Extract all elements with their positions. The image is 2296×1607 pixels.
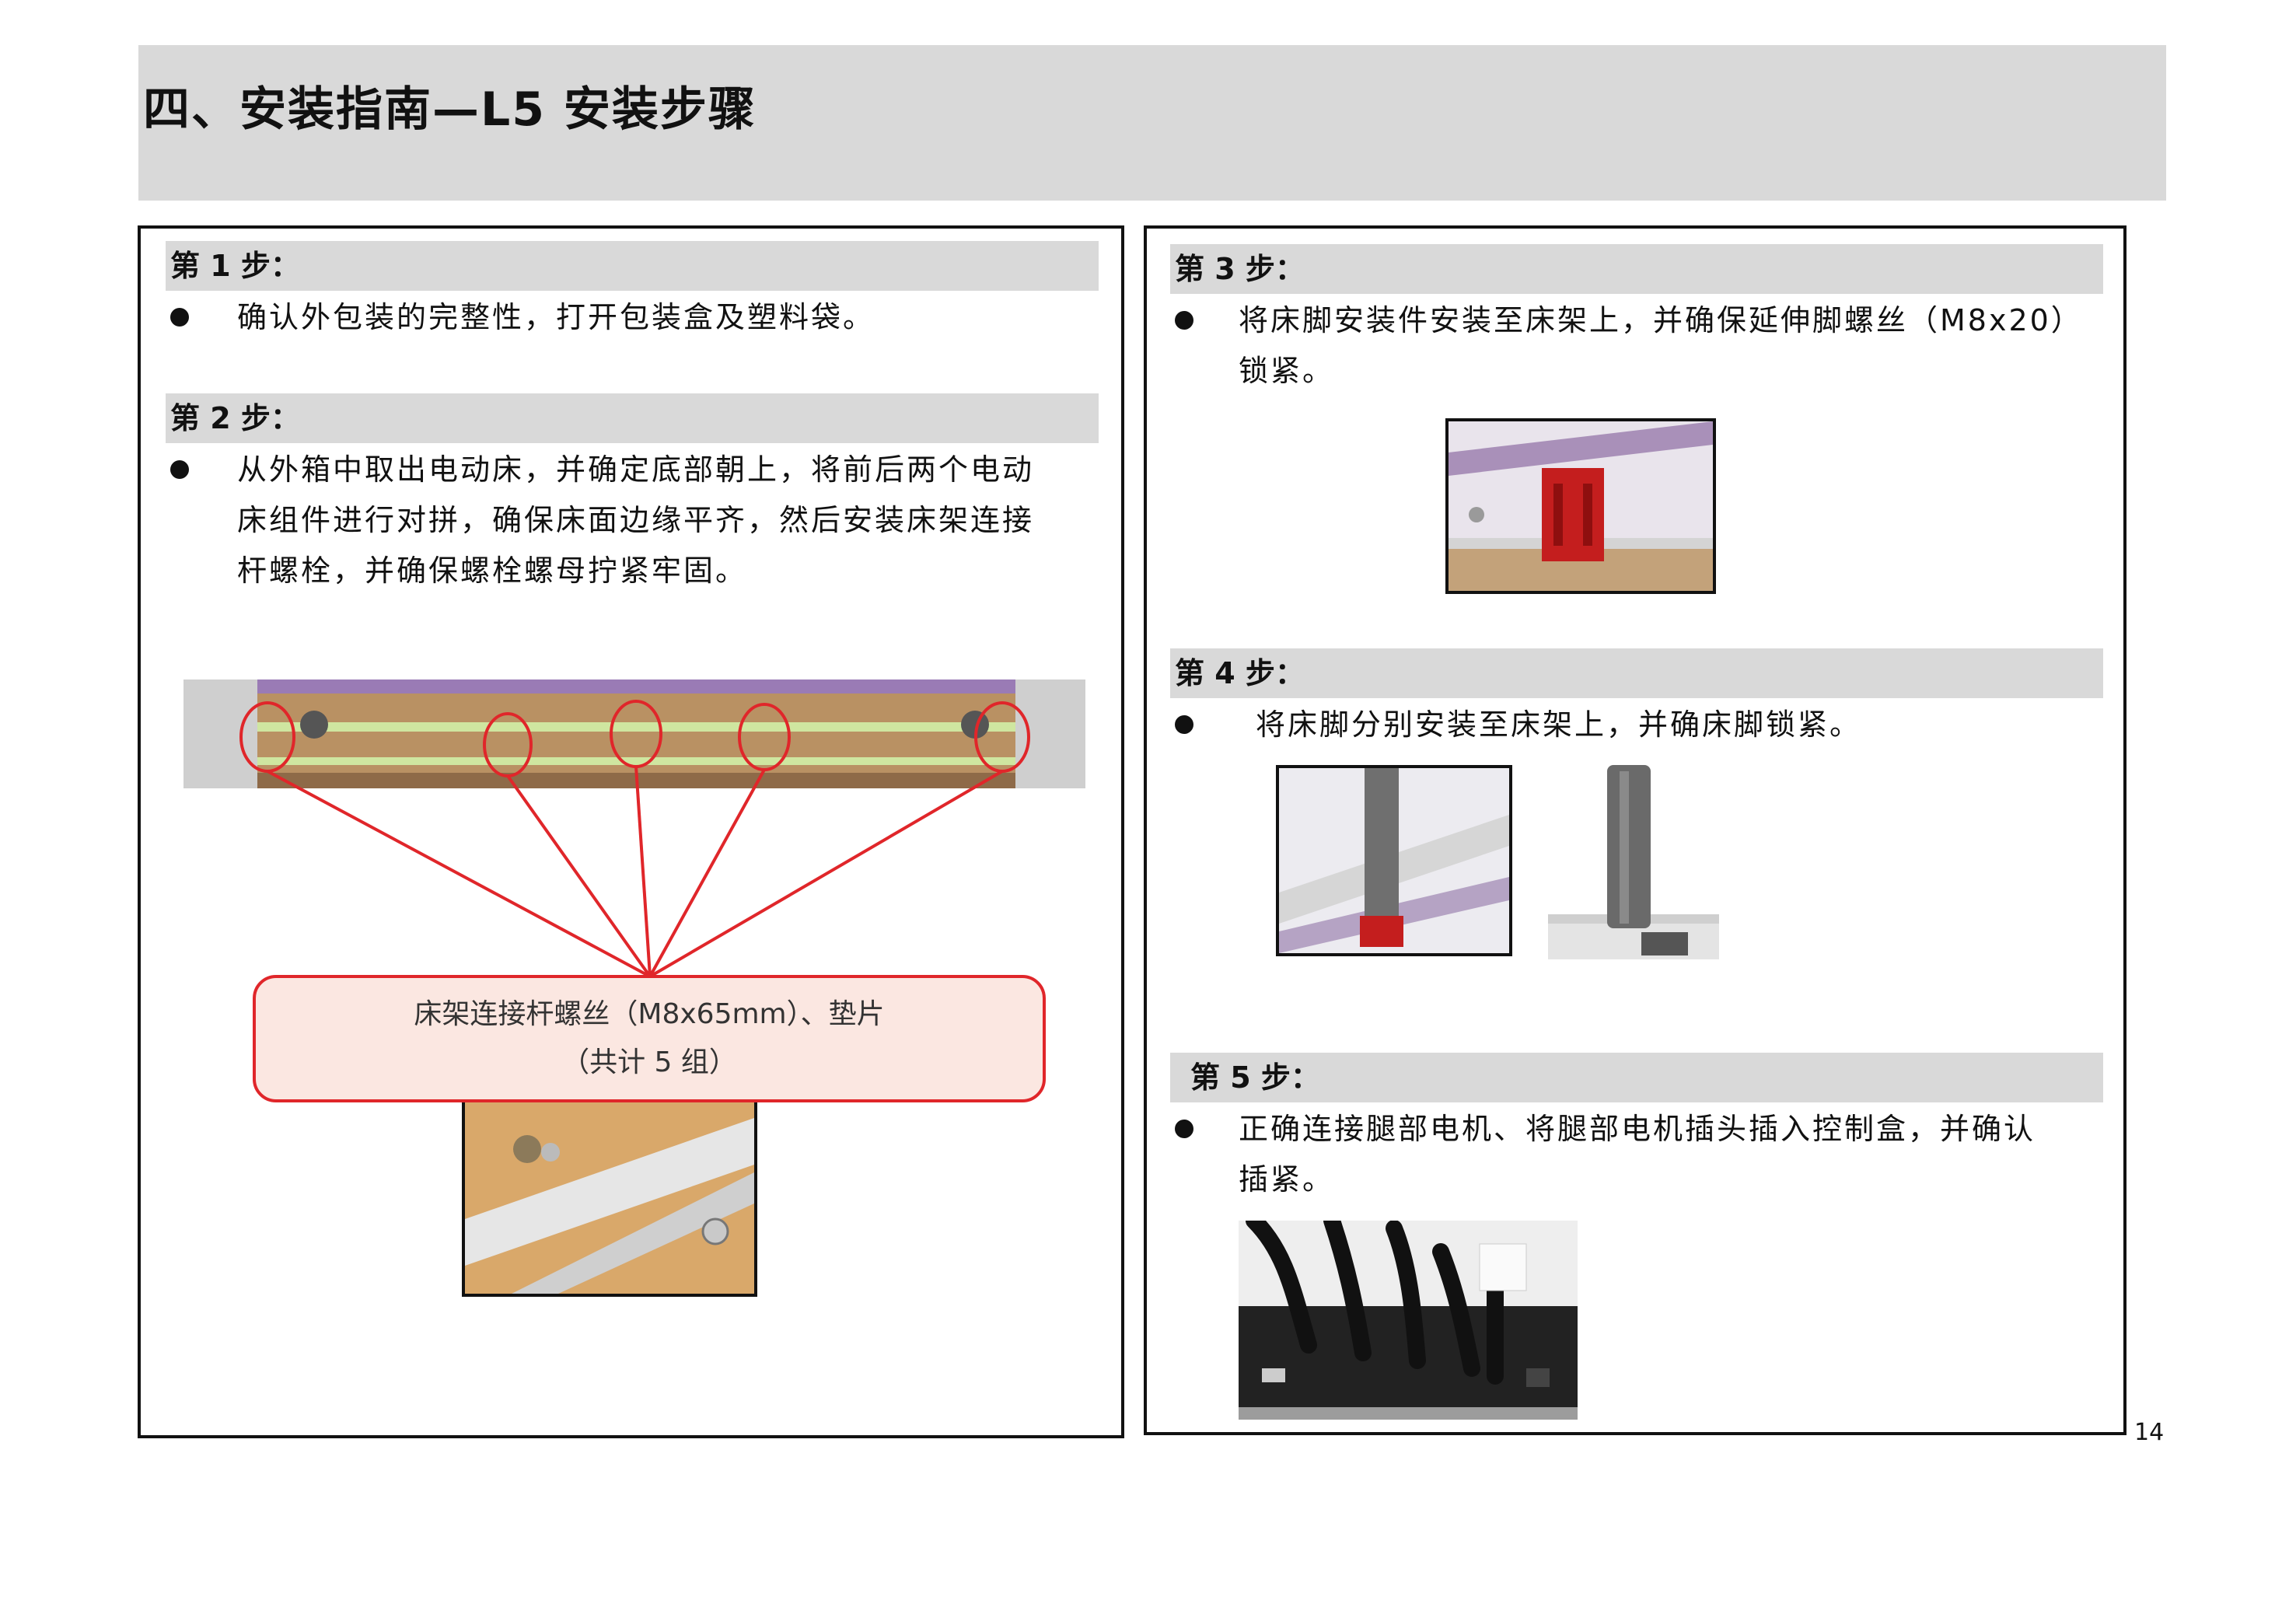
step1-header-label: 第 1 步： bbox=[170, 249, 300, 283]
step5-text-block: 正确连接腿部电机、将腿部电机插头插入控制盒，并确认 插紧。 bbox=[1239, 1104, 2036, 1205]
step2-header-label: 第 2 步： bbox=[170, 401, 300, 435]
bullet-icon bbox=[1175, 311, 1193, 330]
bullet-icon bbox=[1175, 1120, 1193, 1138]
step2-line: 杆螺栓，并确保螺栓螺母拧紧牢固。 bbox=[237, 554, 748, 588]
leg-standalone-image bbox=[1548, 765, 1719, 959]
step4-header: 第 4 步： bbox=[1170, 648, 2103, 698]
bullet-icon bbox=[1175, 715, 1193, 734]
step2-text-block: 从外箱中取出电动床，并确定底部朝上，将前后两个电动 床组件进行对拼，确保床面边缘… bbox=[237, 445, 1034, 596]
step5-header-label: 第 5 步： bbox=[1190, 1060, 1320, 1095]
step3-line: 将床脚安装件安装至床架上，并确保延伸脚螺丝（M8x20） bbox=[1239, 303, 2083, 337]
step3-header-label: 第 3 步： bbox=[1175, 252, 1305, 286]
step5-line: 正确连接腿部电机、将腿部电机插头插入控制盒，并确认 bbox=[1239, 1112, 2036, 1146]
step5-header: 第 5 步： bbox=[1170, 1053, 2103, 1102]
callout-line1: 床架连接杆螺丝（M8x65mm）、垫片 bbox=[414, 998, 885, 1030]
step1-text-row: 确认外包装的完整性，打开包装盒及塑料袋。 bbox=[237, 292, 875, 343]
callout-line2: （共计 5 组） bbox=[561, 1046, 737, 1078]
callout-box: 床架连接杆螺丝（M8x65mm）、垫片 （共计 5 组） bbox=[253, 975, 1046, 1102]
step3-header: 第 3 步： bbox=[1170, 244, 2103, 294]
step2-header: 第 2 步： bbox=[166, 393, 1099, 443]
step3-text-block: 将床脚安装件安装至床架上，并确保延伸脚螺丝（M8x20） 锁紧。 bbox=[1239, 295, 2083, 397]
bullet-icon bbox=[170, 308, 189, 327]
step5-line: 插紧。 bbox=[1239, 1162, 1335, 1197]
leg-mounted-graphic bbox=[1279, 768, 1509, 953]
page-number: 14 bbox=[2134, 1419, 2165, 1446]
bolt-detail-image bbox=[462, 1102, 757, 1297]
step4-header-label: 第 4 步： bbox=[1175, 656, 1305, 690]
step2-line: 床组件进行对拼，确保床面边缘平齐，然后安装床架连接 bbox=[237, 503, 1035, 537]
step2-line: 从外箱中取出电动床，并确定底部朝上，将前后两个电动 bbox=[237, 452, 1035, 487]
leg-mounted-image bbox=[1276, 765, 1512, 956]
bed-frame-illustration bbox=[183, 679, 1085, 788]
motor-cable-photo bbox=[1239, 1221, 1578, 1420]
left-panel: 第 1 步： 确认外包装的完整性，打开包装盒及塑料袋。 第 2 步： 从外箱中取… bbox=[138, 225, 1124, 1438]
step1-text: 确认外包装的完整性，打开包装盒及塑料袋。 bbox=[237, 300, 875, 334]
bullet-icon bbox=[170, 460, 189, 479]
right-panel: 第 3 步： 将床脚安装件安装至床架上，并确保延伸脚螺丝（M8x20） 锁紧。 … bbox=[1144, 225, 2127, 1435]
step1-header: 第 1 步： bbox=[166, 241, 1099, 291]
leg-bracket-graphic bbox=[1449, 421, 1713, 591]
step4-text-row: 将床脚分别安装至床架上，并确床脚锁紧。 bbox=[1256, 700, 1861, 750]
page-title: 四、安装指南—L5 安装步骤 bbox=[143, 82, 757, 137]
leg-standalone-graphic bbox=[1548, 765, 1719, 959]
motor-cable-graphic bbox=[1239, 1221, 1578, 1420]
title-bar: 四、安装指南—L5 安装步骤 bbox=[138, 45, 2166, 201]
step3-line: 锁紧。 bbox=[1239, 354, 1335, 388]
bolt-detail-graphic bbox=[465, 1102, 754, 1294]
step4-text: 将床脚分别安装至床架上，并确床脚锁紧。 bbox=[1256, 707, 1862, 742]
leg-bracket-image bbox=[1445, 418, 1716, 594]
